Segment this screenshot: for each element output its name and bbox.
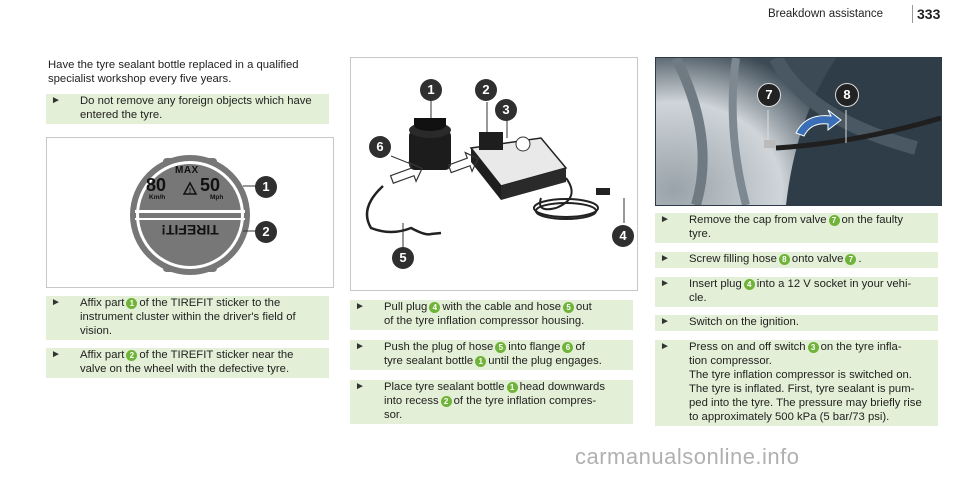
- part-number-badge: 1: [506, 382, 518, 393]
- part-number-badge: 1: [126, 298, 138, 309]
- part-number-badge: 5: [495, 342, 507, 353]
- arrow-icon: ►: [660, 316, 670, 327]
- arrow-icon: ►: [660, 278, 670, 289]
- callout-marker: 2: [475, 79, 497, 101]
- sticker-max-label: MAX: [175, 165, 199, 176]
- step-text: Do not remove any foreign objects which …: [80, 95, 312, 121]
- header-divider: [912, 5, 913, 23]
- sticker-kmh-unit: Km/h: [149, 194, 166, 201]
- part-number-badge: 6: [562, 342, 574, 353]
- callout-marker: 5: [392, 247, 414, 269]
- part-number-badge: 3: [807, 342, 819, 353]
- callout-marker: 4: [612, 225, 634, 247]
- part-number-badge: 7: [845, 254, 857, 265]
- arrow-icon: ►: [660, 253, 670, 264]
- step-text: Switch on the ignition.: [689, 316, 799, 328]
- sticker-mph-unit: Mph: [210, 194, 224, 201]
- arrow-icon: ►: [355, 301, 365, 312]
- arrow-icon: ►: [355, 341, 365, 352]
- sticker-kmh-value: 80: [146, 175, 167, 195]
- arrow-icon: ►: [660, 214, 670, 225]
- arrow-icon: ►: [355, 381, 365, 392]
- sticker-mph-value: 50: [200, 175, 221, 195]
- arrow-icon: ►: [660, 341, 670, 352]
- part-number-badge: 8: [778, 254, 790, 265]
- intro-paragraph: Have the tyre sealant bottle replaced in…: [48, 58, 299, 86]
- part-number-badge: 5: [563, 302, 575, 313]
- callout-marker: 3: [495, 99, 517, 121]
- callout-marker: 6: [369, 136, 391, 158]
- arrow-icon: ►: [51, 95, 61, 106]
- callout-marker: 7: [757, 83, 781, 107]
- part-number-badge: 2: [440, 396, 452, 407]
- tyre-valve-photo: 7 8: [655, 57, 942, 206]
- tirefit-sticker-illustration: !: [130, 155, 257, 275]
- callout-marker: 8: [835, 83, 859, 107]
- arrow-icon: ►: [51, 297, 61, 308]
- arrow-icon: ►: [51, 349, 61, 360]
- instruction-step: ► Do not remove any foreign objects whic…: [46, 94, 329, 124]
- compressor-kit-illustration: [365, 100, 625, 253]
- callout-marker: 2: [255, 221, 277, 243]
- part-number-badge: 4: [429, 302, 441, 313]
- part-number-badge: 2: [126, 350, 138, 361]
- intro-line: specialist workshop every five years.: [48, 73, 232, 85]
- tyre-inflation-compressor-figure: 1 2 3 6 5 4: [350, 57, 638, 291]
- part-number-badge: 1: [475, 356, 487, 367]
- callout-marker: 1: [255, 176, 277, 198]
- part-number-badge: 4: [743, 279, 755, 290]
- page-number: 333: [917, 6, 941, 22]
- sticker-tirefit-label: TIREFIT!: [161, 222, 219, 238]
- callout-marker: 1: [420, 79, 442, 101]
- valve-hose-photo-illustration: [656, 58, 941, 205]
- svg-text:!: !: [189, 188, 191, 195]
- instruction-step: ► Switch on the ignition.: [655, 315, 938, 331]
- running-header: Breakdown assistance: [768, 8, 884, 20]
- part-number-badge: 7: [828, 215, 840, 226]
- intro-line: Have the tyre sealant bottle replaced in…: [48, 59, 299, 71]
- watermark: carmanualsonline.info: [575, 444, 800, 469]
- tirefit-sticker-figure: ! MAX 80 50 Km/h Mph TIREFIT! 1 2: [46, 137, 334, 288]
